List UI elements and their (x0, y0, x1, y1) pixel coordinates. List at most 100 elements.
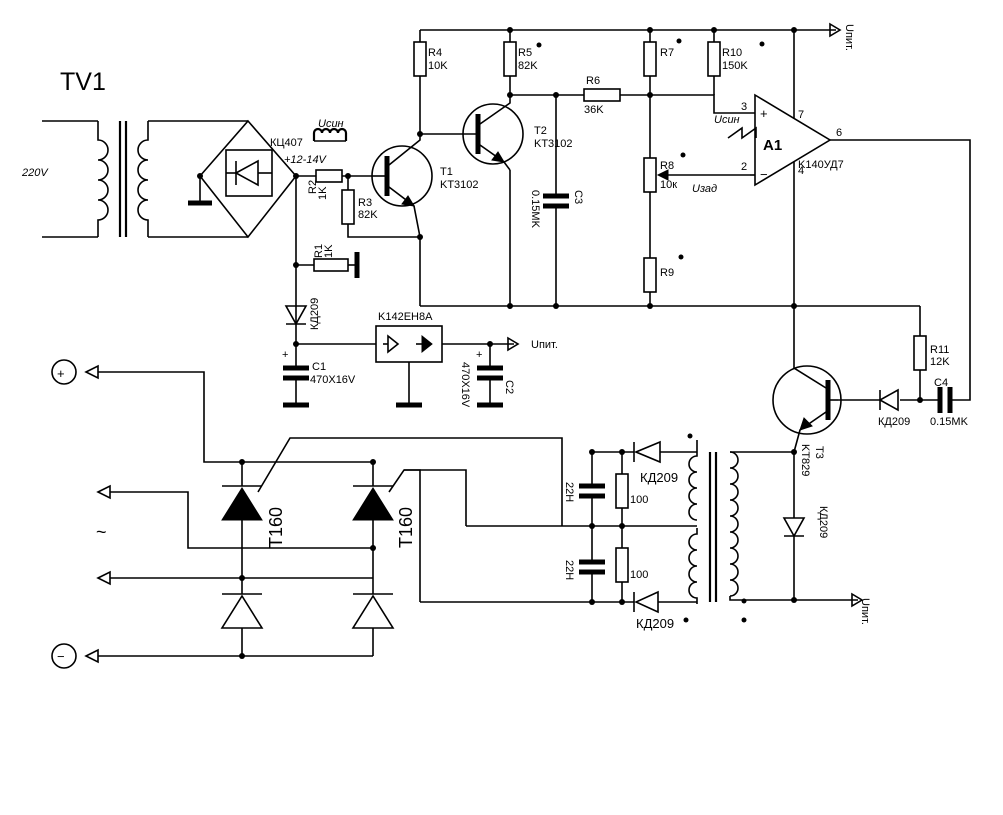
r100a-label: 100 (630, 494, 648, 506)
resistor-r6 (583, 88, 621, 102)
sync-voltage: +12-14V (284, 154, 328, 166)
kd209-a-label: КД209 (309, 298, 321, 330)
opamp-plus: + (760, 106, 768, 121)
diode-lower-a (220, 594, 264, 629)
c4-name: C4 (934, 377, 948, 389)
r11-name: R11 (930, 344, 949, 356)
thyristor-t160-a (221, 487, 263, 521)
plus-terminal (51, 359, 77, 385)
ref-label: Uзад (692, 183, 717, 195)
ac-label: ~ (96, 522, 107, 542)
kd209-c-label: КД209 (817, 506, 829, 538)
diode-kd209-d (633, 440, 661, 464)
r10-value: 150K (722, 60, 748, 72)
kd209-e-label: КД209 (636, 616, 674, 631)
diode-lower-b (351, 594, 395, 629)
transistor-t2 (420, 95, 524, 171)
opamp-a1 (750, 30, 971, 401)
r10-name: R10 (722, 47, 742, 59)
c2-value: 470X16V (459, 362, 471, 408)
t3-type: KT829 (799, 444, 811, 476)
r5-name: R5 (518, 47, 532, 59)
sync-waveform-icon (312, 127, 348, 141)
potentiometer-r8 (643, 157, 657, 193)
r1-name: R1 (313, 244, 325, 258)
transformer-tv1 (42, 120, 248, 238)
t2-type: KT3102 (534, 138, 573, 150)
resistor-100a (615, 473, 629, 509)
regulator-label: K142EH8A (378, 311, 433, 323)
minus-terminal-label: − (57, 649, 65, 664)
diode-kd209-b (878, 388, 899, 412)
r8-value: 10к (660, 179, 677, 191)
r6-value: 36K (584, 104, 604, 116)
opamp-type: K140УД7 (798, 159, 844, 171)
c22b-label: 22H (563, 560, 575, 580)
title-tv1: TV1 (60, 68, 106, 96)
c2-plus: + (476, 349, 482, 361)
t160-b-label: T160 (396, 507, 416, 548)
diode-kd209-c (782, 517, 806, 538)
minus-terminal (51, 643, 77, 669)
thyristor-t160-b (352, 487, 394, 521)
resistor-r10 (707, 41, 721, 77)
c4-value: 0.15MK (930, 416, 969, 428)
c1-name: C1 (312, 361, 326, 373)
pin-6: 6 (836, 127, 842, 139)
pin-7: 7 (798, 109, 804, 121)
pin-3: 3 (741, 101, 747, 113)
r4-name: R4 (428, 47, 442, 59)
top-upit: Uпит. (843, 24, 855, 51)
r3-name: R3 (358, 197, 372, 209)
transistor-t1 (371, 134, 433, 238)
kd209-d-label: КД209 (640, 470, 678, 485)
r5-value: 82K (518, 60, 538, 72)
pin-4: 4 (798, 165, 804, 177)
resistor-r11 (913, 335, 927, 371)
bridge-label: КЦ407 (270, 137, 303, 149)
resistor-r9 (643, 257, 657, 293)
diode-kd209-a (284, 305, 308, 326)
resistor-r1 (313, 258, 349, 272)
r100b-label: 100 (630, 569, 648, 581)
transistor-t3 (772, 306, 842, 453)
r3-value: 82K (358, 209, 378, 221)
pin-2: 2 (741, 161, 747, 173)
r8-name: R8 (660, 160, 674, 172)
resistor-r2 (315, 169, 343, 183)
resistor-r4 (413, 41, 427, 77)
resistor-r3 (341, 189, 355, 225)
c22a-label: 22H (563, 482, 575, 502)
t160-a-label: T160 (266, 507, 286, 548)
r2-value: 1K (317, 186, 329, 200)
c1-plus: + (282, 349, 288, 361)
mains-label: 220V (21, 167, 49, 179)
r2-name: R2 (307, 180, 319, 194)
plus-terminal-label: + (57, 366, 65, 381)
opamp-minus: − (760, 167, 768, 182)
c3-name: C3 (572, 190, 584, 204)
t3-name: T3 (813, 446, 825, 459)
r7-name: R7 (660, 47, 674, 59)
t1-type: KT3102 (440, 179, 479, 191)
r6-name: R6 (586, 75, 600, 87)
r4-value: 10K (428, 60, 448, 72)
kd209-b-label: КД209 (878, 416, 910, 428)
t1-name: T1 (440, 166, 453, 178)
r1-value: 1K (323, 244, 335, 258)
r11-value: 12K (930, 356, 950, 368)
r9-name: R9 (660, 267, 674, 279)
sync-label: Uсин (318, 118, 344, 130)
resistor-100b (615, 547, 629, 583)
sync-in-label: Uсин (714, 114, 740, 126)
diode-kd209-e (634, 590, 659, 614)
c2-name: C2 (503, 380, 515, 394)
c1-value: 470X16V (310, 374, 356, 386)
c3-value: 0.15MK (529, 190, 541, 229)
t2-name: T2 (534, 125, 547, 137)
pulse-transformer (688, 440, 858, 604)
sawtooth-icon (727, 126, 757, 140)
resistor-r5 (503, 41, 517, 77)
regulator-out-upit: Uпит. (531, 339, 558, 351)
